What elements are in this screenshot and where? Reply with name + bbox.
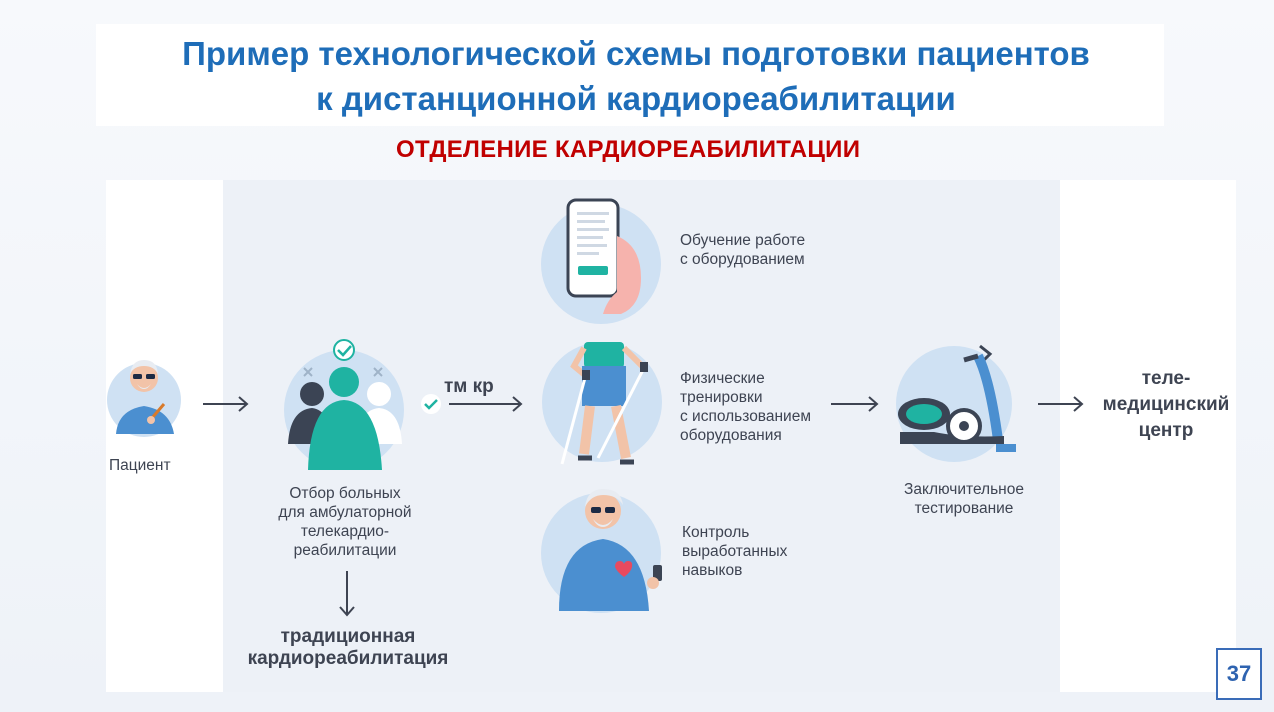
training-equipment-label: Обучение работе с оборудованием	[680, 232, 806, 268]
arrow-right-icon	[1038, 396, 1084, 412]
skills-control-icon	[541, 489, 662, 613]
title-box: Пример технологической схемы подготовки …	[96, 24, 1164, 126]
patient-icon	[107, 360, 181, 437]
department-subtitle: ОТДЕЛЕНИЕ КАРДИОРЕАБИЛИТАЦИИ	[396, 136, 861, 163]
patient-label: Пациент	[109, 457, 171, 474]
telemedicine-center-label: теле- медицинский центр	[1102, 368, 1230, 441]
traditional-rehab-label: традиционная кардиореабилитация	[247, 626, 449, 669]
tm-kr-label: тм кр	[444, 376, 494, 397]
patient-group-icon	[284, 339, 404, 470]
final-testing-label: Заключительное тестирование	[904, 481, 1024, 517]
arrow-down-icon	[339, 571, 355, 617]
title-line-2: к дистанционной кардиореабилитации	[316, 80, 956, 117]
arrow-right-icon	[203, 396, 249, 412]
panel-left	[106, 180, 223, 692]
title-line-1: Пример технологической схемы подготовки …	[182, 35, 1090, 72]
arrow-right-icon	[831, 396, 879, 412]
nordic-walking-icon	[542, 342, 662, 465]
check-icon	[421, 394, 441, 414]
skills-control-label: Контроль выработанных навыков	[682, 524, 788, 579]
smartphone-icon	[541, 198, 661, 324]
selection-label: Отбор больных для амбулаторной телекарди…	[278, 485, 412, 559]
physical-training-label: Физические тренировки с использованием о…	[680, 370, 811, 444]
panel-right	[1060, 180, 1236, 692]
arrow-right-icon	[449, 396, 523, 412]
page-number: 37	[1216, 648, 1262, 700]
exercise-bike-icon	[896, 344, 1016, 462]
